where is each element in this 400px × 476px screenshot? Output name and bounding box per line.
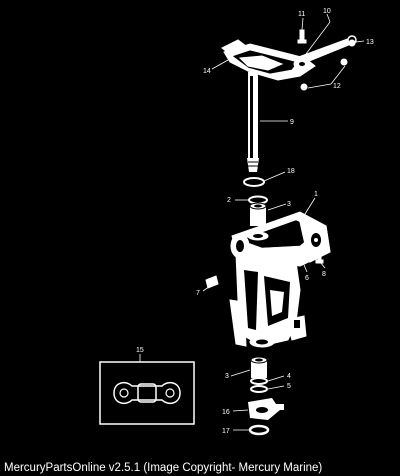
callout-12: 12 — [333, 83, 341, 90]
copyright-footer: MercuryPartsOnline v2.5.1 (Image Copyrig… — [4, 462, 323, 474]
callout-7: 7 — [196, 290, 200, 297]
steering-shaft — [247, 72, 259, 172]
callout-3-upper: 3 — [287, 201, 291, 208]
callout-10: 10 — [323, 8, 331, 15]
leader-lines — [139, 13, 365, 431]
bushing-3-upper — [249, 202, 267, 226]
callout-2: 2 — [227, 197, 231, 204]
callout-6: 6 — [305, 275, 309, 282]
steering-arm-assembly — [221, 29, 358, 91]
parts-diagram: 1 2 3 3 4 5 6 7 8 9 10 11 12 13 14 15 16… — [99, 8, 374, 436]
callout-13: 13 — [366, 39, 374, 46]
callout-11: 11 — [298, 11, 305, 18]
callout-16: 16 — [222, 409, 230, 416]
washer-4 — [250, 377, 268, 385]
gasket-inset — [99, 361, 195, 425]
bushing-3-lower — [250, 356, 268, 378]
washer-18 — [243, 177, 265, 187]
washer-2-upper — [248, 195, 268, 205]
callout-14: 14 — [203, 68, 211, 75]
callout-9: 9 — [290, 119, 294, 126]
callout-8: 8 — [322, 271, 326, 278]
lower-yoke-16 — [248, 398, 284, 420]
callout-15: 15 — [136, 347, 144, 354]
callout-17: 17 — [222, 428, 230, 435]
washer-5 — [250, 385, 268, 393]
callout-4: 4 — [287, 373, 291, 380]
callout-1: 1 — [314, 191, 318, 198]
callout-18: 18 — [287, 168, 295, 175]
seal-17 — [248, 424, 270, 436]
callout-labels: 1 2 3 3 4 5 6 7 8 9 10 11 12 13 14 15 16… — [136, 8, 374, 435]
swivel-bracket — [205, 211, 331, 348]
callout-3-lower: 3 — [225, 373, 229, 380]
callout-5: 5 — [287, 383, 291, 390]
